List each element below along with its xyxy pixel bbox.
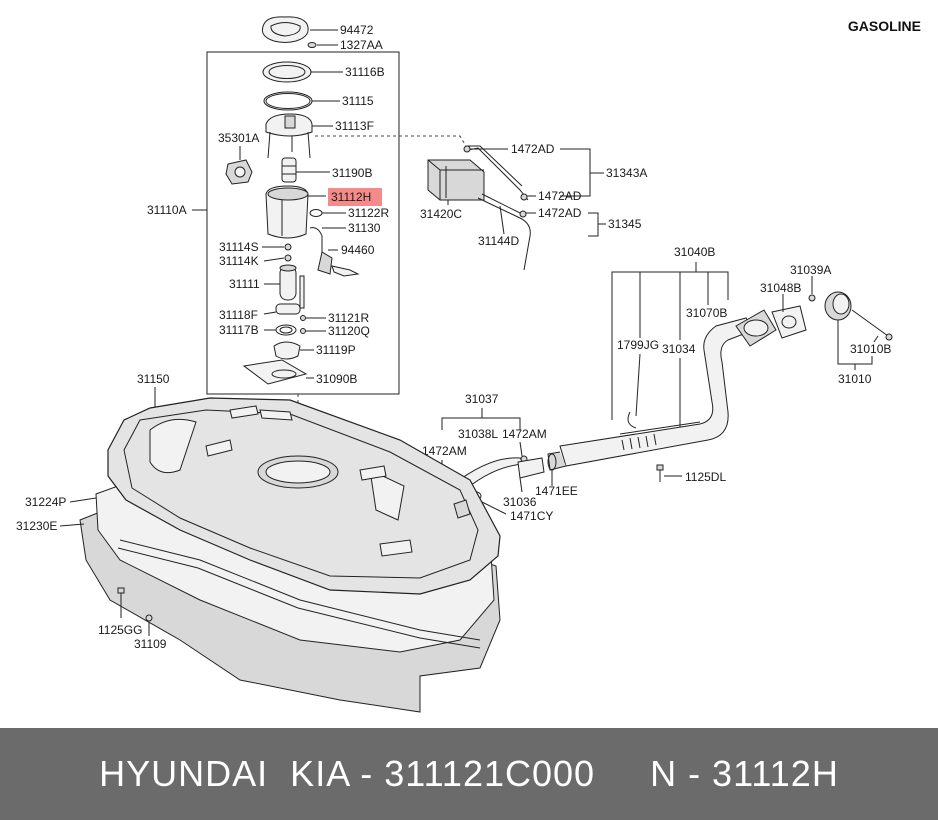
label-1472AM-b: 1472AM: [502, 427, 547, 441]
label-31038L: 31038L: [458, 427, 498, 441]
nut-31109: [145, 614, 153, 622]
label-1472AD-b: 1472AD: [538, 189, 582, 203]
pump-assembly-frame: [206, 51, 400, 395]
label-31190B: 31190B: [332, 166, 372, 180]
clip-1799JG: [627, 411, 637, 429]
label-1125DL: 1125DL: [685, 470, 726, 484]
tank-strap: [119, 539, 481, 641]
washer-1327AA: [307, 42, 317, 48]
label-1125GG: 1125GG: [98, 623, 142, 637]
label-31130: 31130: [348, 221, 381, 235]
tether-31010B: [851, 309, 889, 337]
label-31119P: 31119P: [316, 343, 356, 357]
filter-31190B: [281, 157, 297, 183]
label-31010B: 31010B: [850, 342, 891, 356]
label-31010: 31010: [838, 372, 872, 386]
label-94472: 94472: [340, 23, 374, 37]
clip-31121R: [300, 315, 306, 321]
fuel-system-diagram: 94472 1327AA 31116B 31115 31113F 35301A: [16, 16, 893, 713]
label-31345: 31345: [608, 217, 642, 231]
screw-31039A: [808, 294, 816, 302]
label-1327AA: 1327AA: [340, 38, 383, 52]
label-31121R: 31121R: [328, 311, 369, 325]
label-31110A: 31110A: [147, 203, 187, 217]
label-31037: 31037: [465, 392, 499, 406]
wire-31130: [309, 227, 323, 252]
label-1471EE: 1471EE: [535, 484, 578, 498]
label-31113F: 31113F: [335, 119, 374, 133]
label-31122R: 31122R: [348, 206, 389, 220]
clip-31120Q: [300, 328, 306, 334]
collar-31118F: [275, 303, 301, 315]
highlight-31112H: [328, 188, 382, 206]
seal-31122R: [309, 209, 323, 217]
label-31048B: 31048B: [760, 281, 801, 295]
label-31118F: 31118F: [219, 308, 258, 322]
sensor-94460: [317, 251, 333, 275]
label-31070B: 31070B: [686, 306, 727, 320]
label-31343A: 31343A: [606, 166, 647, 180]
strainer-31119P: [273, 341, 301, 360]
label-31111: 31111: [229, 277, 260, 291]
label-31144D: 31144D: [478, 234, 519, 248]
label-31112H: 31112H: [331, 190, 371, 204]
gasket-31048B: [771, 305, 807, 339]
label-31230E: 31230E: [16, 519, 57, 533]
oring-31115: [263, 91, 313, 111]
label-31090B: 31090B: [316, 372, 357, 386]
label-1472AD-a: 1472AD: [511, 142, 555, 156]
label-1472AM-a: 1472AM: [422, 444, 467, 458]
label-1799JG: 1799JG: [617, 338, 659, 352]
label-31117B: 31117B: [219, 323, 259, 337]
gasket-94472-inner: [270, 22, 301, 37]
fuel-type-label: GASOLINE: [847, 18, 921, 34]
label-31116B: 31116B: [345, 65, 385, 79]
label-1471CY: 1471CY: [510, 509, 553, 523]
label-94460: 94460: [341, 243, 375, 257]
label-1472AD-c: 1472AD: [538, 206, 582, 220]
label-31114K: 31114K: [219, 254, 259, 268]
part-number-text: HYUNDAI KIA - 311121C000 N - 31112H: [99, 753, 839, 794]
label-31115: 31115: [342, 94, 374, 108]
part-number-footer: HYUNDAI KIA - 311121C000 N - 31112H: [0, 728, 938, 820]
label-31034: 31034: [662, 342, 696, 356]
label-31120Q: 31120Q: [328, 324, 370, 338]
label-31150: 31150: [137, 372, 170, 386]
label-31039A: 31039A: [790, 263, 831, 277]
canister-31420C: [427, 159, 485, 201]
label-31109: 31109: [134, 637, 167, 651]
label-31040B: 31040B: [674, 245, 715, 259]
gasket-94472: [261, 16, 309, 43]
label-31224P: 31224P: [25, 495, 66, 509]
plate-31090B: [242, 359, 308, 385]
hose-31036: [517, 457, 545, 479]
label-31114S: 31114S: [219, 240, 259, 254]
label-35301A: 35301A: [218, 131, 259, 145]
label-31420C: 31420C: [420, 207, 462, 221]
label-31036: 31036: [503, 495, 537, 509]
hose-31144D: [477, 197, 531, 271]
